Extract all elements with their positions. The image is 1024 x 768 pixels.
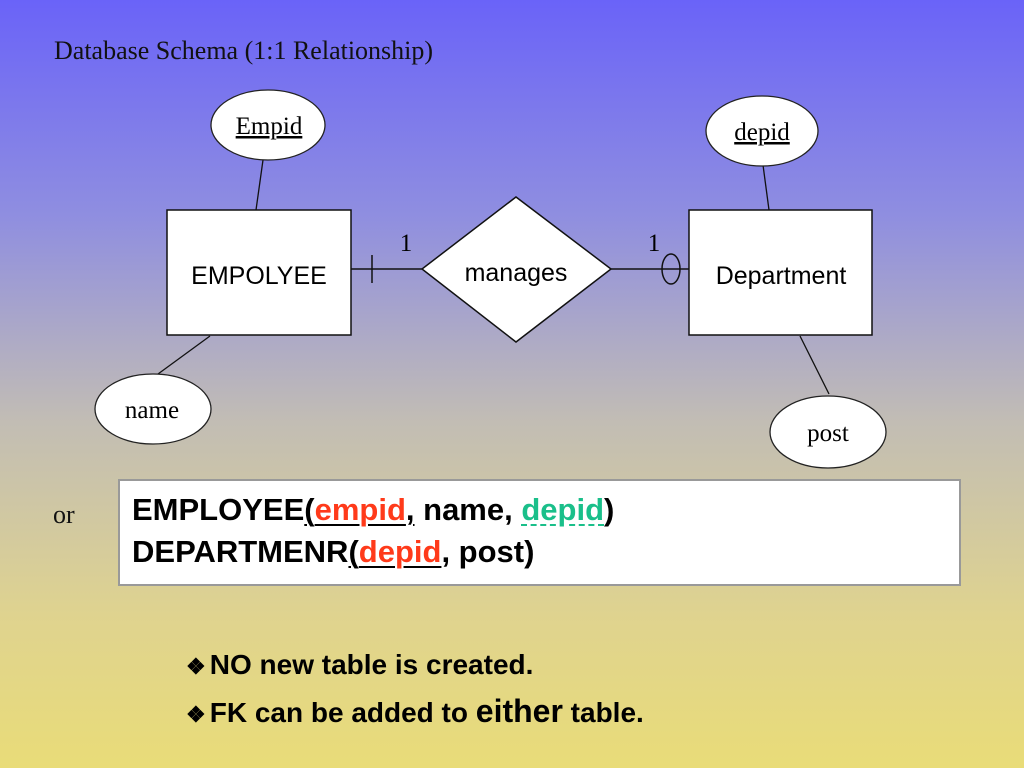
department-primary-key: depid — [358, 534, 442, 569]
table-name-employee: EMPLOYEE — [132, 492, 305, 527]
entity-department: Department — [688, 209, 873, 336]
cardinality-left: 1 — [400, 230, 413, 257]
cardinality-right: 1 — [648, 230, 661, 257]
relationship-manages-label: manages — [465, 259, 568, 287]
connector-post — [799, 335, 830, 395]
bullet-item: ❖NO new table is created. — [186, 642, 644, 689]
diamond-bullet-icon: ❖ — [186, 654, 206, 679]
bullet-text-2a: FK can be added to — [209, 697, 476, 728]
employee-foreign-key: depid — [521, 492, 605, 527]
attribute-name: name — [94, 373, 212, 445]
connector-name — [157, 335, 211, 375]
bullet-list: ❖NO new table is created. ❖FK can be add… — [186, 642, 644, 737]
bullet-text-2-emphasis: either — [475, 693, 563, 729]
entity-employee: EMPOLYEE — [166, 209, 352, 336]
employee-pk-group: (empid, — [304, 492, 415, 527]
attribute-post-label: post — [807, 420, 849, 447]
relationship-manages: manages — [420, 196, 613, 343]
table-name-department: DEPARTMENR — [132, 534, 349, 569]
diamond-bullet-icon: ❖ — [186, 702, 206, 727]
bullet-text-2b: table. — [562, 697, 644, 728]
department-post-column: , post) — [441, 534, 535, 569]
attribute-empid: Empid — [210, 89, 326, 161]
or-label: or — [53, 500, 75, 529]
entity-employee-label: EMPOLYEE — [191, 262, 327, 290]
entity-department-label: Department — [716, 262, 847, 290]
employee-name-column: name, — [414, 492, 522, 527]
zero-optional-mark — [661, 253, 681, 285]
bullet-text-1: NO new table is created. — [209, 649, 534, 680]
attribute-post: post — [769, 395, 887, 469]
attribute-depid: depid — [705, 95, 819, 167]
schema-department-line: DEPARTMENR(depid, post) — [132, 531, 959, 573]
department-pk-group: (depid — [348, 534, 442, 569]
connector-empid — [255, 159, 264, 211]
attribute-name-label: name — [125, 397, 179, 424]
schema-employee-line: EMPLOYEE(empid, name, depid) — [132, 492, 615, 527]
attribute-empid-label: Empid — [236, 113, 303, 140]
slide-title: Database Schema (1:1 Relationship) — [54, 36, 434, 65]
employee-primary-key: empid — [314, 492, 406, 527]
bullet-item: ❖FK can be added to either table. — [186, 689, 644, 737]
relational-schema-box: EMPLOYEE(empid, name, depid) DEPARTMENR(… — [118, 479, 961, 586]
attribute-depid-label: depid — [734, 119, 790, 146]
connector-depid — [762, 164, 770, 211]
